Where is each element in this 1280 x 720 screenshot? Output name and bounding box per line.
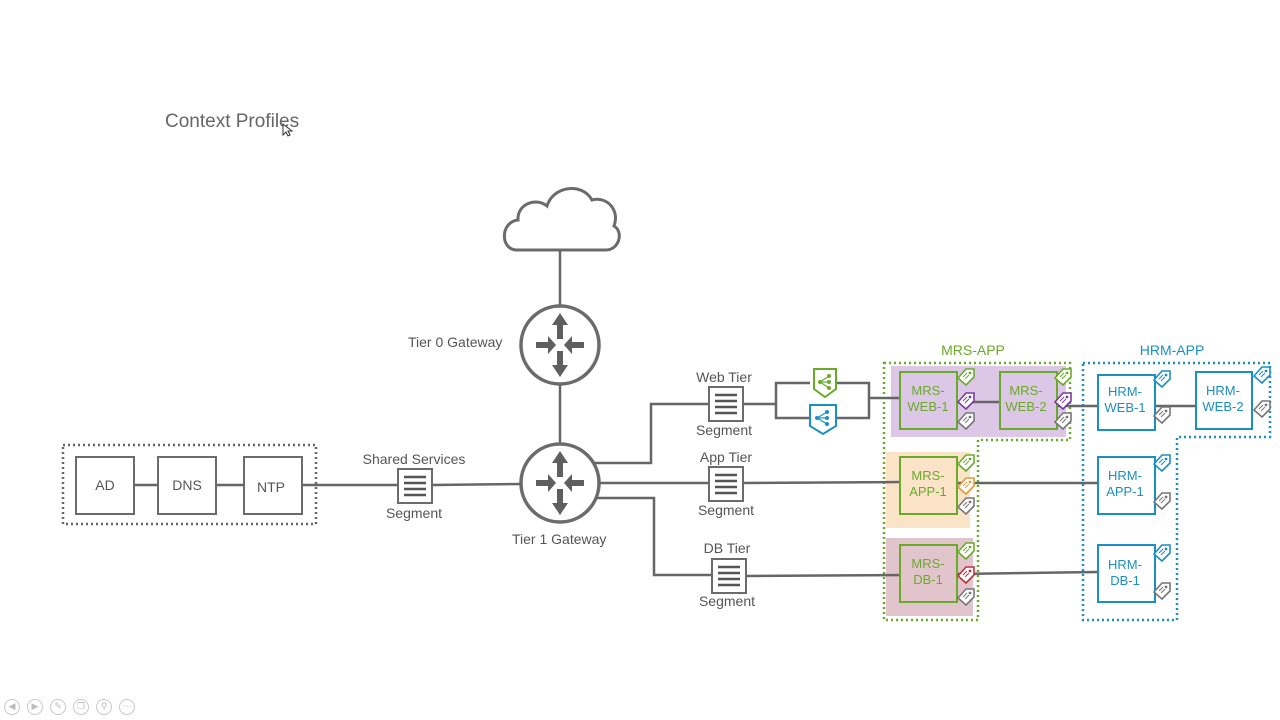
tag-icon: [1152, 582, 1171, 601]
vm-mrs-app-1-line2: APP-1: [909, 484, 947, 499]
lb-upper-out: [836, 381, 900, 400]
vm-mrs-db-1: MRS- DB-1: [899, 544, 958, 603]
vm-hrm-web-1: HRM- WEB-1: [1097, 374, 1156, 431]
vm-mrs-db-1-line2: DB-1: [913, 572, 943, 587]
page-title: Context Profiles: [165, 111, 299, 132]
vm-hrm-app-1: HRM- APP-1: [1097, 456, 1156, 515]
mrs-app-label: MRS-APP: [941, 342, 1005, 358]
tag-icon: [1152, 454, 1171, 473]
db-seg-mrs-link: [745, 573, 901, 578]
vm-hrm-db-1: HRM- DB-1: [1097, 544, 1156, 603]
vm-mrs-db-1-line1: MRS-: [911, 556, 944, 571]
service-ntp: [243, 456, 303, 515]
service-dns-label: DNS: [172, 477, 202, 493]
app-segment-sub: Segment: [698, 502, 754, 518]
zoom-icon[interactable]: ⚲: [96, 699, 112, 715]
shared-tier1-link: [431, 482, 522, 487]
pen-icon[interactable]: ✎: [50, 699, 66, 715]
tag-icon: [1152, 492, 1171, 511]
load-balancer-icon-green: [813, 368, 837, 399]
cloud-icon: [502, 187, 621, 252]
vm-mrs-web-1-line1: MRS-: [911, 383, 944, 398]
service-ntp-label: NTP: [257, 479, 285, 495]
vm-hrm-web-2-line1: HRM-: [1206, 383, 1240, 398]
lb-upper-in: [774, 381, 810, 404]
vm-hrm-web-1-line2: WEB-1: [1104, 400, 1145, 415]
vm-hrm-web-2: HRM- WEB-2: [1195, 371, 1253, 430]
tag-icon: [956, 542, 975, 561]
segment-switch-icon-shared: [397, 468, 433, 504]
service-ad-label: AD: [95, 477, 114, 493]
tag-icon: [956, 588, 975, 607]
vm-mrs-web-1-line2: WEB-1: [907, 399, 948, 414]
app-segment-name: App Tier: [700, 449, 752, 465]
play-icon[interactable]: ▶: [27, 699, 43, 715]
tier1-web-link: [594, 402, 710, 465]
load-balancer-icon-blue: [809, 404, 837, 436]
mrs-app-group: [882, 361, 1072, 622]
db-segment-name: DB Tier: [704, 540, 751, 556]
db-segment-sub: Segment: [699, 593, 755, 609]
db-cross-link: [956, 570, 1099, 576]
vm-hrm-web-1-line1: HRM-: [1108, 384, 1142, 399]
router-icon-tier0: [519, 304, 601, 386]
copy-icon[interactable]: ❐: [73, 699, 89, 715]
mouse-cursor-icon: [282, 122, 294, 137]
tag-icon: [1252, 400, 1271, 419]
tier1-gateway-label: Tier 1 Gateway: [512, 531, 606, 547]
more-icon[interactable]: ⋯: [119, 699, 135, 715]
web-segment-sub: Segment: [696, 422, 752, 438]
tag-icon: [956, 392, 975, 411]
prev-icon[interactable]: ◀: [4, 699, 20, 715]
shared-segment-sub: Segment: [386, 505, 442, 521]
tag-icon: [1053, 392, 1072, 411]
service-ad: [75, 456, 135, 515]
vm-mrs-web-1: MRS- WEB-1: [899, 371, 958, 430]
segment-switch-icon-web: [708, 386, 744, 422]
tag-icon: [956, 412, 975, 431]
router-icon-tier1: [519, 442, 601, 524]
segment-switch-icon-app: [708, 466, 744, 502]
player-controls: ◀ ▶ ✎ ❐ ⚲ ⋯: [4, 699, 135, 717]
tier1-db-link: [596, 496, 712, 577]
vm-mrs-app-1: MRS- APP-1: [899, 456, 958, 515]
app-seg-mrs-link: [742, 480, 901, 485]
lb-lower-in: [774, 404, 810, 420]
vm-hrm-db-1-line1: HRM-: [1108, 557, 1142, 572]
service-dns: [157, 456, 217, 515]
web-segment-name: Web Tier: [696, 369, 752, 385]
tag-icon: [956, 566, 975, 585]
vm-hrm-app-1-line2: APP-1: [1106, 484, 1144, 499]
segment-switch-icon-db: [711, 558, 747, 594]
tag-icon: [1053, 412, 1072, 431]
tag-icon: [1152, 544, 1171, 563]
shared-segment-name: Shared Services: [363, 451, 466, 467]
vm-hrm-web-2-line2: WEB-2: [1202, 399, 1243, 414]
tag-icon: [1053, 368, 1072, 387]
tag-icon: [956, 368, 975, 387]
vm-mrs-web-2-line2: WEB-2: [1005, 399, 1046, 414]
tier0-gateway-label: Tier 0 Gateway: [408, 334, 502, 350]
vm-hrm-app-1-line1: HRM-: [1108, 468, 1142, 483]
tag-icon: [1252, 366, 1271, 385]
tag-icon: [1152, 406, 1171, 425]
shared-services-group: [61, 443, 318, 526]
vm-mrs-app-1-line1: MRS-: [911, 468, 944, 483]
tag-icons: [956, 366, 1271, 607]
tag-icon: [956, 477, 975, 496]
tag-icon: [1152, 370, 1171, 389]
vm-mrs-web-2-line1: MRS-: [1009, 383, 1042, 398]
hrm-app-group: [1081, 361, 1272, 622]
lb-lower-out: [836, 398, 871, 420]
tag-icon: [956, 497, 975, 516]
tag-icon: [956, 454, 975, 473]
hrm-app-label: HRM-APP: [1140, 342, 1205, 358]
vm-hrm-db-1-line2: DB-1: [1110, 573, 1140, 588]
